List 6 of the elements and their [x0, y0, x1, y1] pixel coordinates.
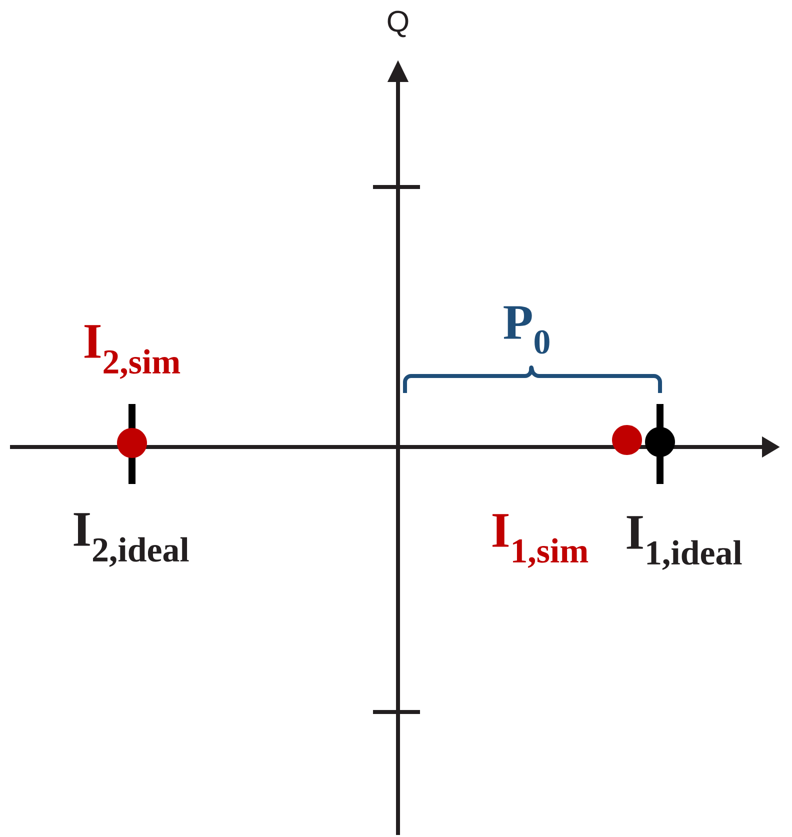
point-label: I$_{2,sim}$: [84, 325, 180, 379]
axis-label: Q: [388, 10, 408, 38]
point-label: I$_{2,ideal}$: [74, 513, 189, 567]
point-label: I$_{1,sim}$: [492, 514, 588, 568]
point-label: I$_{1,ideal}$: [626, 516, 742, 570]
brace-label: P$_{0}$: [504, 306, 550, 354]
